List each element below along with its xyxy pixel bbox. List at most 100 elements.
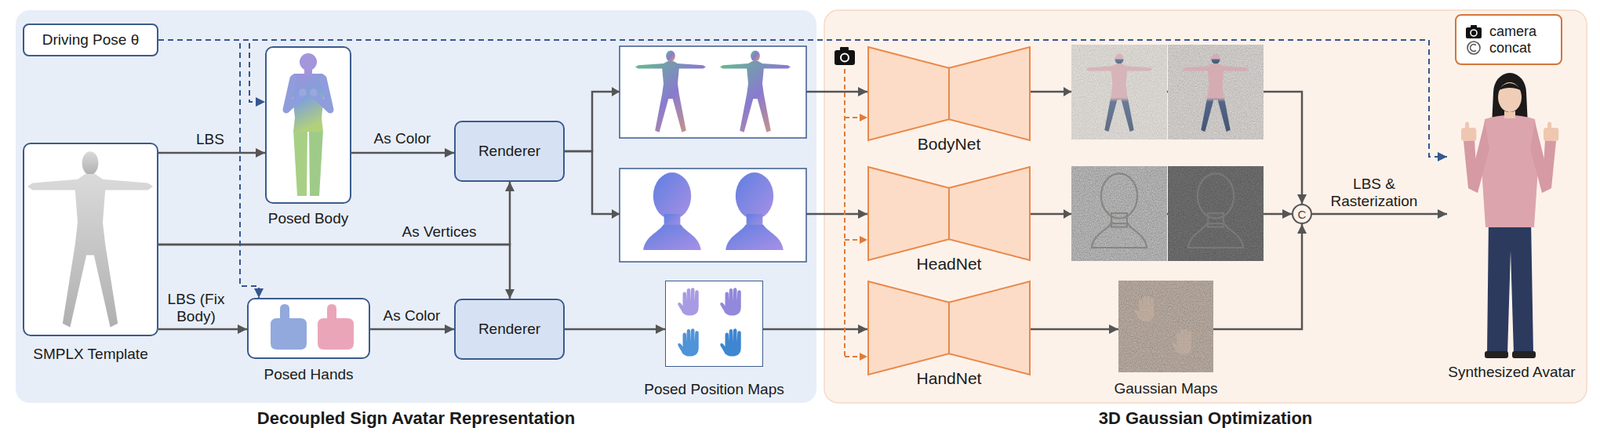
trapezoid: [949, 47, 1030, 141]
section-title: Decoupled Sign Avatar Representation: [257, 408, 575, 429]
hand-map: [720, 328, 741, 357]
network-shape: [867, 46, 1031, 142]
legend-label: concat: [1489, 40, 1531, 57]
right-panel-fill: [824, 10, 1587, 404]
legend-symbol: [1464, 23, 1484, 40]
avatar-box: Synthesized Avatar: [1447, 69, 1577, 363]
camera-icon: [834, 50, 855, 66]
flow-connector: [158, 244, 510, 299]
pose-connector: [158, 40, 259, 299]
caption-holder: HeadNet: [916, 254, 982, 274]
caption-label: Posed Position Maps: [643, 381, 785, 399]
edge-label: As Vertices: [401, 223, 477, 241]
caption-holder: Posed Position Maps: [643, 381, 785, 399]
caption-holder: 3D Gaussian Optimization: [1098, 408, 1313, 429]
camera-lens: [840, 54, 849, 62]
arrow-head: [611, 209, 620, 219]
gaussian-tint: [1167, 44, 1264, 140]
arm: [286, 78, 302, 110]
network-shape: [867, 280, 1031, 376]
edge-label: As Color: [383, 307, 441, 325]
body-map: [635, 50, 706, 133]
body-map: [720, 50, 791, 133]
gaussian-tint: [1118, 280, 1214, 373]
box-label: Driving Pose θ: [42, 31, 140, 49]
gaussian-head: [1188, 173, 1244, 248]
body-maps-box: [619, 46, 807, 139]
trapezoid: [868, 281, 950, 375]
edge-label-holder: As Color: [374, 130, 432, 148]
box-label: Renderer: [478, 142, 541, 160]
hand: [298, 88, 307, 97]
hand-shape: [270, 304, 307, 350]
legend-box: cameraconcat: [1454, 14, 1563, 66]
trapezoid: [868, 47, 950, 141]
head-map: [725, 172, 784, 251]
camera-lens: [1470, 29, 1477, 37]
camera-feed: [844, 117, 862, 357]
gaussian-tint: [1071, 166, 1168, 262]
template-frame-fill: [22, 142, 159, 337]
camera-icon: [1465, 27, 1482, 39]
box-label: Renderer: [478, 320, 541, 339]
caption-holder: Synthesized Avatar: [1447, 363, 1575, 382]
hand-map: [677, 328, 699, 357]
template-box: SMPLX Template: [22, 142, 159, 337]
box-label: C: [1298, 208, 1307, 221]
gaussian-hand: [1171, 328, 1192, 355]
caption-holder: Decoupled Sign Avatar Representation: [257, 408, 575, 429]
edge-label: As Color: [374, 130, 432, 148]
section-title: 3D Gaussian Optimization: [1098, 408, 1313, 429]
network-block: BodyNet: [867, 46, 1031, 142]
edge-label-holder: As Color: [383, 307, 441, 325]
trapezoid: [868, 167, 950, 261]
avatar-sleeve: [1463, 139, 1478, 193]
avatar-sleeve: [1541, 139, 1557, 193]
caption-label: BodyNet: [917, 134, 982, 154]
flow-connector: [564, 328, 666, 331]
avatar-hand: [1461, 121, 1477, 141]
arrow-head: [1063, 87, 1072, 97]
input-box: Driving Pose θ: [22, 23, 159, 57]
caption-label: Posed Hands: [263, 366, 353, 384]
edge-label-holder: LBS & Rasterization: [1325, 175, 1424, 211]
edge-label-holder: LBS (Fix Body): [160, 290, 233, 326]
flow-connector: [158, 152, 266, 155]
trapezoid: [949, 167, 1030, 261]
network-block: HeadNet: [867, 166, 1031, 262]
renderer-box: Renderer: [454, 298, 565, 360]
gaussian-image: [1071, 44, 1168, 140]
posed-hands-box: Posed Hands: [247, 298, 371, 360]
gaussian-figure: [1086, 54, 1153, 132]
hand-map: [677, 287, 699, 316]
renderer-box: Renderer: [454, 120, 565, 182]
avatar-hair: [1493, 72, 1527, 113]
caption-label: SMPLX Template: [32, 345, 148, 364]
avatar-sweater: [1480, 115, 1539, 228]
edge-label: LBS & Rasterization: [1325, 175, 1424, 211]
position-maps-fill: [665, 280, 764, 368]
arrow-head: [859, 236, 868, 244]
network-block: HandNet: [867, 280, 1031, 376]
flow-connector: [1312, 213, 1448, 216]
gaussian-hand: [1134, 295, 1154, 322]
gaussian-tint: [1071, 44, 1168, 140]
caption-holder: Gaussian Maps: [1113, 380, 1218, 398]
edge-label: LBS: [196, 130, 225, 149]
gaussian-image: [1118, 280, 1214, 373]
flow-connector: [1030, 328, 1119, 331]
arrow-head: [859, 352, 868, 361]
caption-label: HandNet: [916, 369, 982, 389]
head-map: [643, 172, 702, 251]
caption-holder: Posed Body: [268, 210, 349, 228]
flow-connector: [370, 328, 455, 331]
gaussian-image: [1167, 166, 1264, 262]
caption-label: HeadNet: [916, 254, 982, 274]
caption-holder: SMPLX Template: [32, 345, 148, 364]
avatar-shoe: [1512, 351, 1536, 359]
caption-holder: BodyNet: [917, 134, 982, 154]
hand-map: [720, 287, 741, 316]
avatar-bangs: [1497, 83, 1523, 91]
